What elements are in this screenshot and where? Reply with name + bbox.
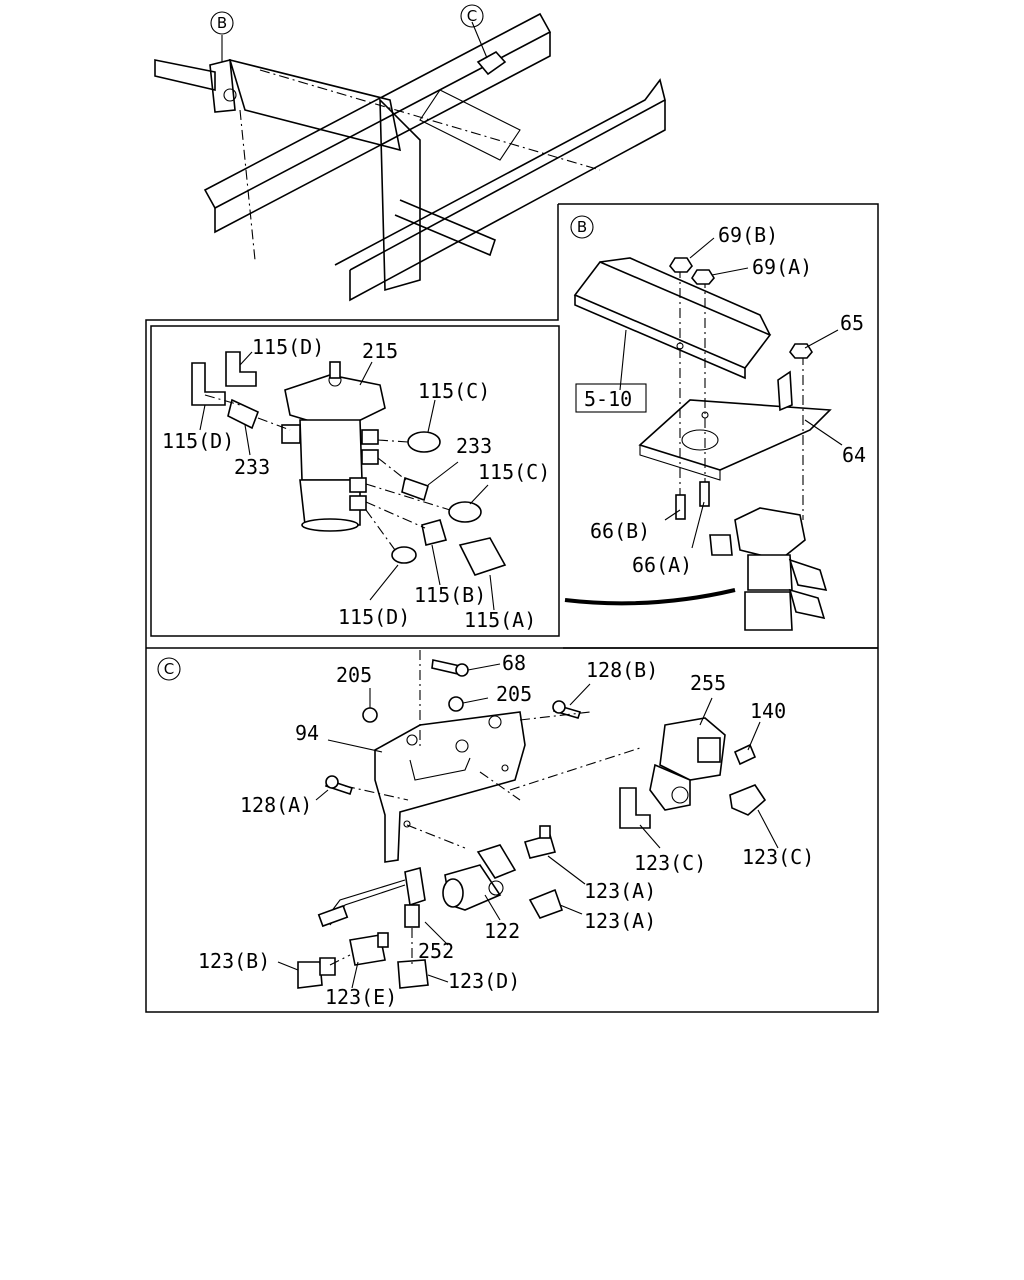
label-123c-2: 123(C)	[742, 845, 814, 869]
label-123a-1: 123(A)	[584, 879, 656, 903]
label-205-b: 205	[496, 682, 532, 706]
svg-text:C: C	[467, 7, 477, 25]
svg-text:C: C	[164, 660, 174, 678]
label-69a: 69(A)	[752, 255, 812, 279]
label-205-a: 205	[336, 663, 372, 687]
detail-b-parts	[564, 237, 843, 631]
callout-c-frame: C	[157, 657, 181, 681]
relay-valve-parts	[191, 351, 507, 611]
label-5-10: 5-10	[584, 387, 632, 411]
label-140: 140	[750, 699, 786, 723]
label-94: 94	[295, 721, 319, 745]
detail-c-parts	[277, 650, 779, 989]
chassis-frame	[154, 12, 666, 302]
label-128a: 128(A)	[240, 793, 312, 817]
label-115d-top: 115(D)	[252, 335, 324, 359]
label-122: 122	[484, 919, 520, 943]
svg-text:B: B	[577, 218, 587, 236]
callout-b-top: B	[210, 11, 234, 35]
labels-detail-c: 205 68 128(B) 255 205 140 94 128(A) 123(…	[198, 651, 814, 1009]
svg-text:B: B	[217, 14, 227, 32]
label-115d-left: 115(D)	[162, 429, 234, 453]
label-123e: 123(E)	[325, 985, 397, 1009]
label-115c-1: 115(C)	[418, 379, 490, 403]
label-255: 255	[690, 671, 726, 695]
label-123b: 123(B)	[198, 949, 270, 973]
label-115b: 115(B)	[414, 583, 486, 607]
callout-b-frame: B	[570, 215, 594, 239]
ref-box-5-10	[575, 383, 647, 413]
label-233-right: 233	[456, 434, 492, 458]
label-65: 65	[840, 311, 864, 335]
label-115a: 115(A)	[464, 608, 536, 632]
label-252: 252	[418, 939, 454, 963]
label-66a: 66(A)	[632, 553, 692, 577]
valve-detail-frame	[150, 325, 560, 637]
label-69b: 69(B)	[718, 223, 778, 247]
label-115c-2: 115(C)	[478, 460, 550, 484]
label-215: 215	[362, 339, 398, 363]
label-64: 64	[842, 443, 866, 467]
label-123d: 123(D)	[448, 969, 520, 993]
label-66b: 66(B)	[590, 519, 650, 543]
label-115d-bottom: 115(D)	[338, 605, 410, 629]
labels-valve: 115(D) 215 115(C) 115(D) 233 233 115(C) …	[162, 335, 550, 632]
label-123c-1: 123(C)	[634, 851, 706, 875]
label-68: 68	[502, 651, 526, 675]
label-123a-2: 123(A)	[584, 909, 656, 933]
label-128b: 128(B)	[586, 658, 658, 682]
label-233-left: 233	[234, 455, 270, 479]
labels-detail-b: 69(B) 69(A) 65 5-10 64 66(B) 66(A)	[575, 223, 866, 577]
callout-c-top: C	[460, 4, 484, 28]
